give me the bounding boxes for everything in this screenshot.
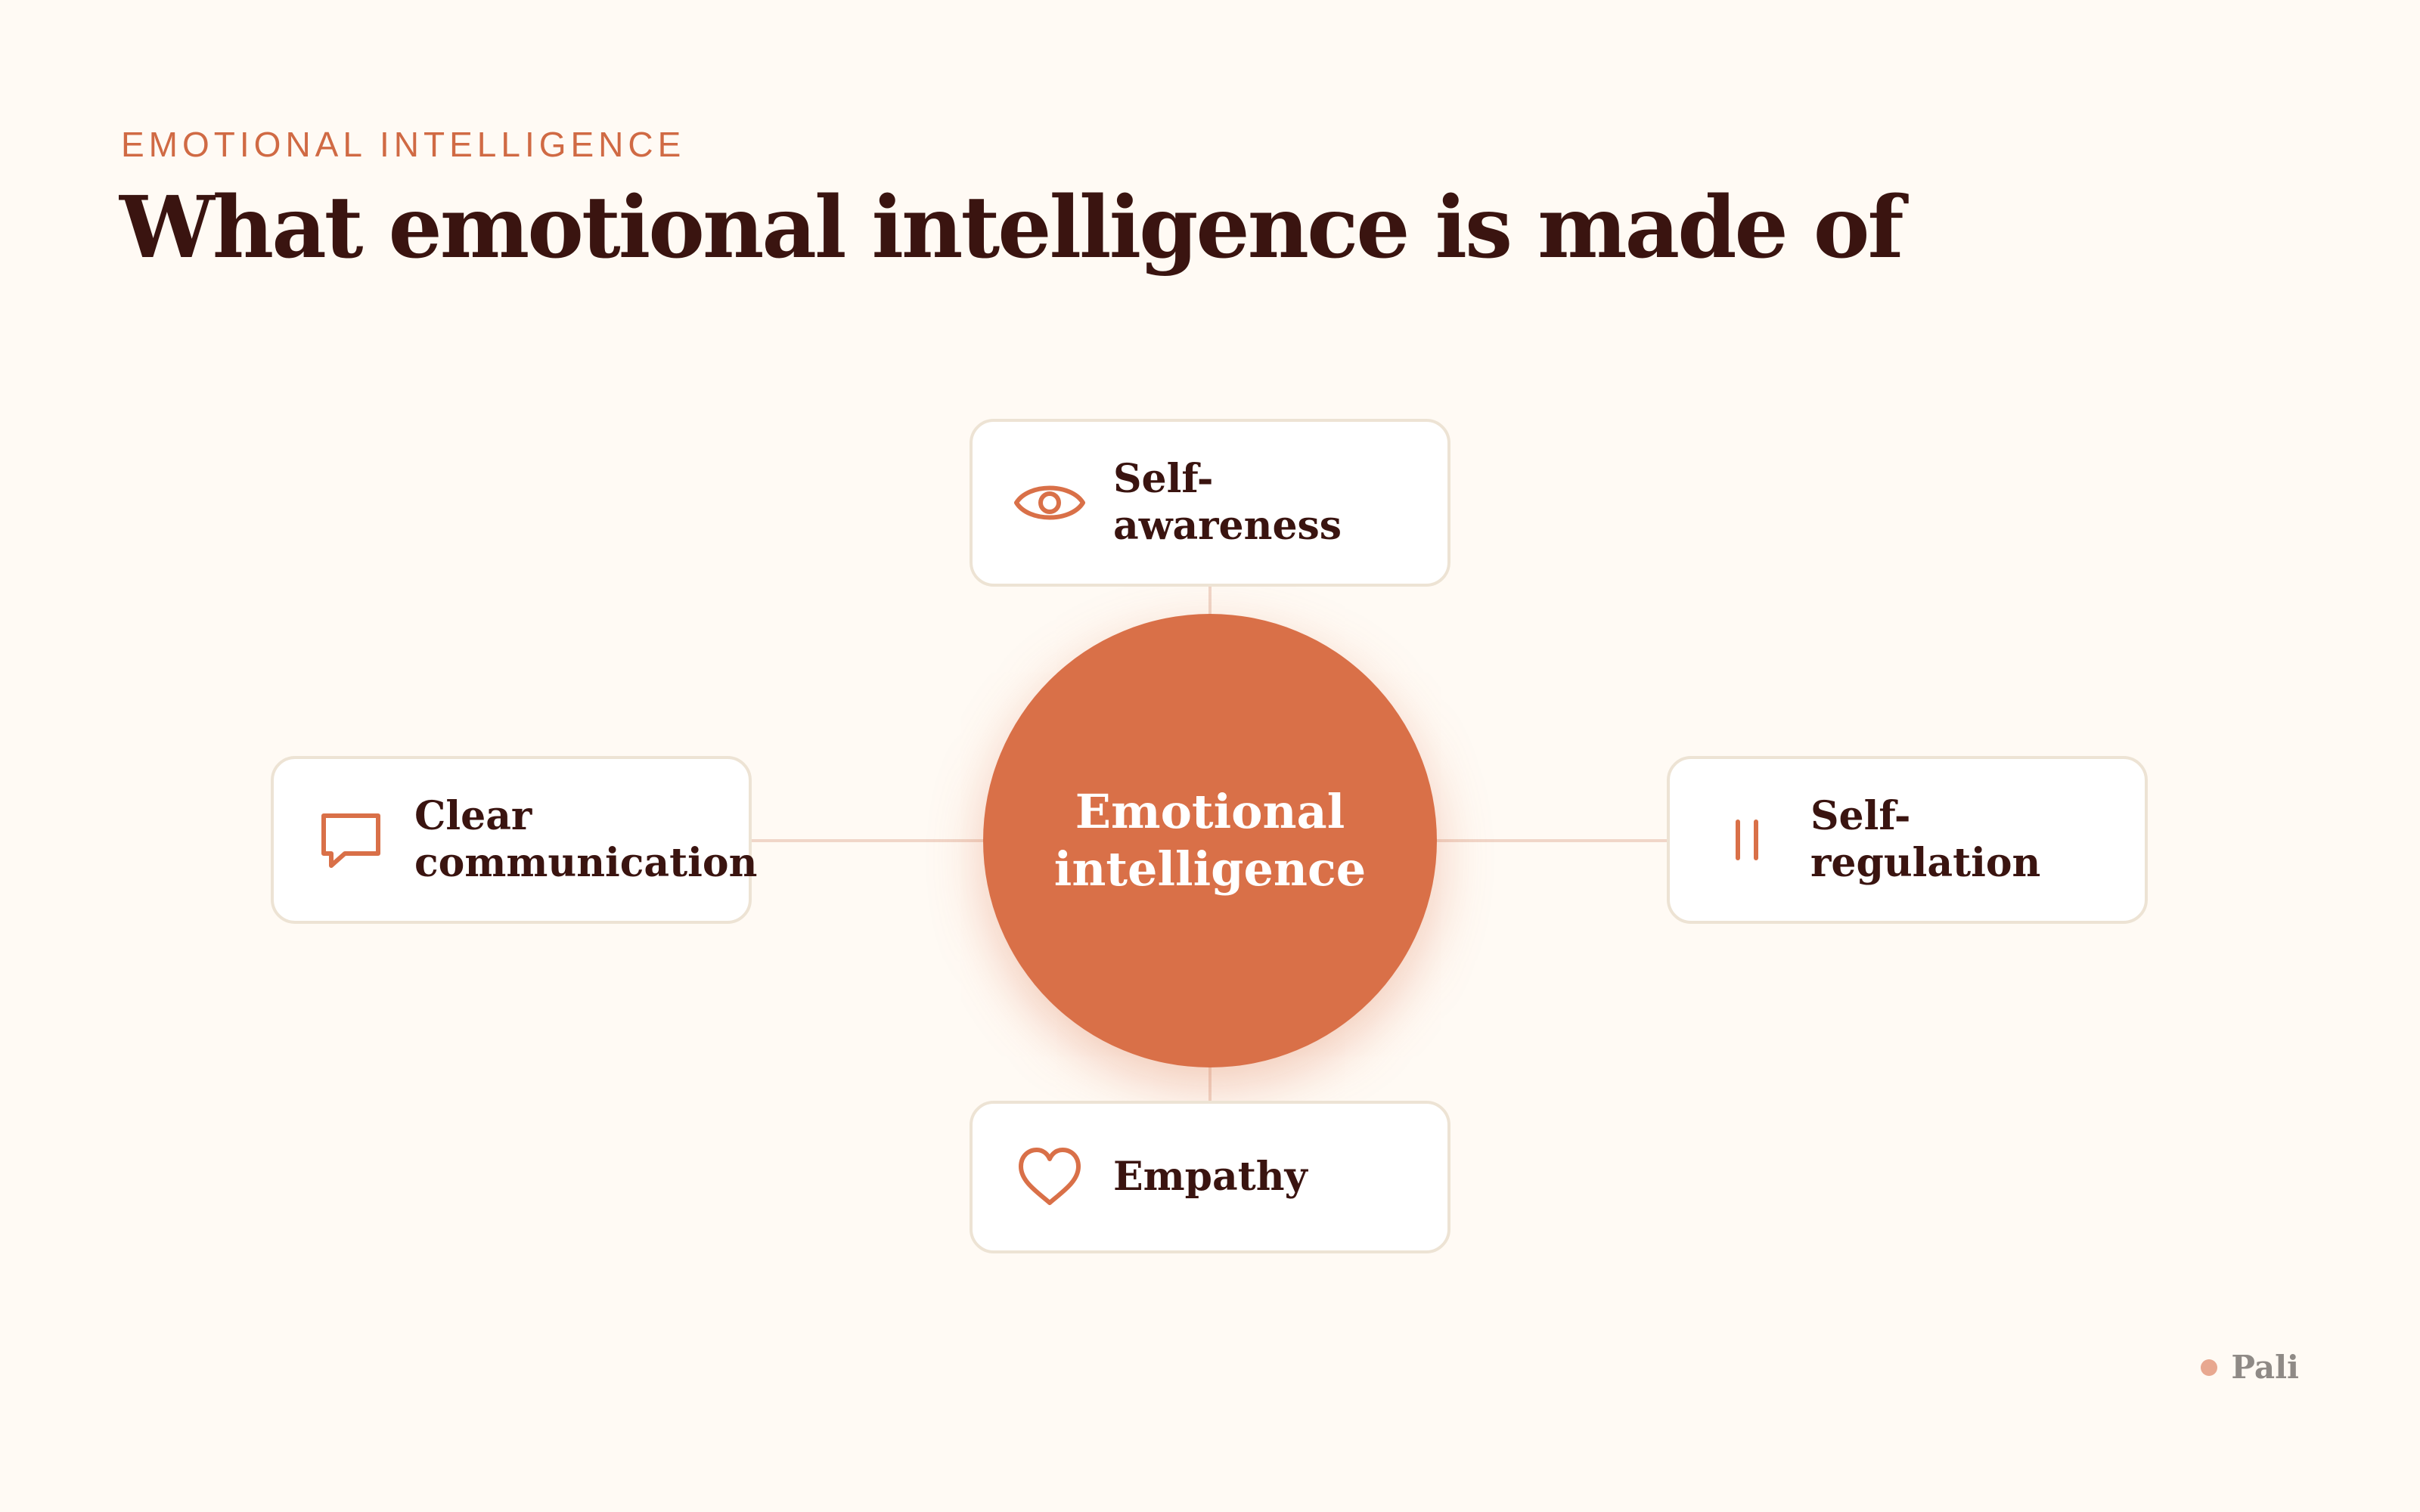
brand-name: Pali — [2231, 1349, 2299, 1386]
connector-left — [752, 839, 986, 842]
hub-label-line1: Emotional — [1075, 784, 1345, 839]
card-label-line2: awareness — [1113, 503, 1342, 549]
hub-label-line2: intelligence — [1053, 841, 1367, 897]
card-label-line1: Clear — [414, 793, 532, 839]
heart-icon — [1012, 1139, 1087, 1215]
card-label-line1: Self- — [1810, 793, 1911, 839]
card-clear-communication: Clear communication — [271, 756, 757, 924]
hub-circle: Emotional intelligence — [983, 614, 1437, 1067]
eyebrow-label: EMOTIONAL INTELLIGENCE — [121, 125, 686, 164]
card-label-line1: Self- — [1113, 456, 1214, 502]
pause-icon — [1709, 802, 1785, 878]
eye-icon — [1012, 465, 1087, 541]
card-label: Empathy — [1113, 1154, 1308, 1201]
connector-top — [1208, 587, 1212, 617]
card-label: Self- awareness — [1113, 456, 1342, 550]
card-self-awareness: Self- awareness — [970, 419, 1450, 587]
card-empathy: Empathy — [970, 1101, 1450, 1253]
brand-mark: Pali — [2201, 1349, 2299, 1386]
card-self-regulation: Self- regulation — [1667, 756, 2148, 924]
card-label: Self- regulation — [1810, 793, 2040, 887]
card-label-line2: communication — [414, 840, 758, 886]
connector-right — [1434, 839, 1668, 842]
card-label-line2: regulation — [1810, 840, 2041, 886]
card-label-line1: Empathy — [1113, 1154, 1308, 1200]
speech-bubble-icon — [313, 802, 389, 878]
brand-dot-icon — [2201, 1359, 2218, 1376]
connector-bottom — [1208, 1064, 1212, 1102]
hub-label: Emotional intelligence — [1028, 783, 1392, 898]
page-title: What emotional intelligence is made of — [119, 178, 1904, 277]
card-label: Clear communication — [414, 793, 757, 887]
